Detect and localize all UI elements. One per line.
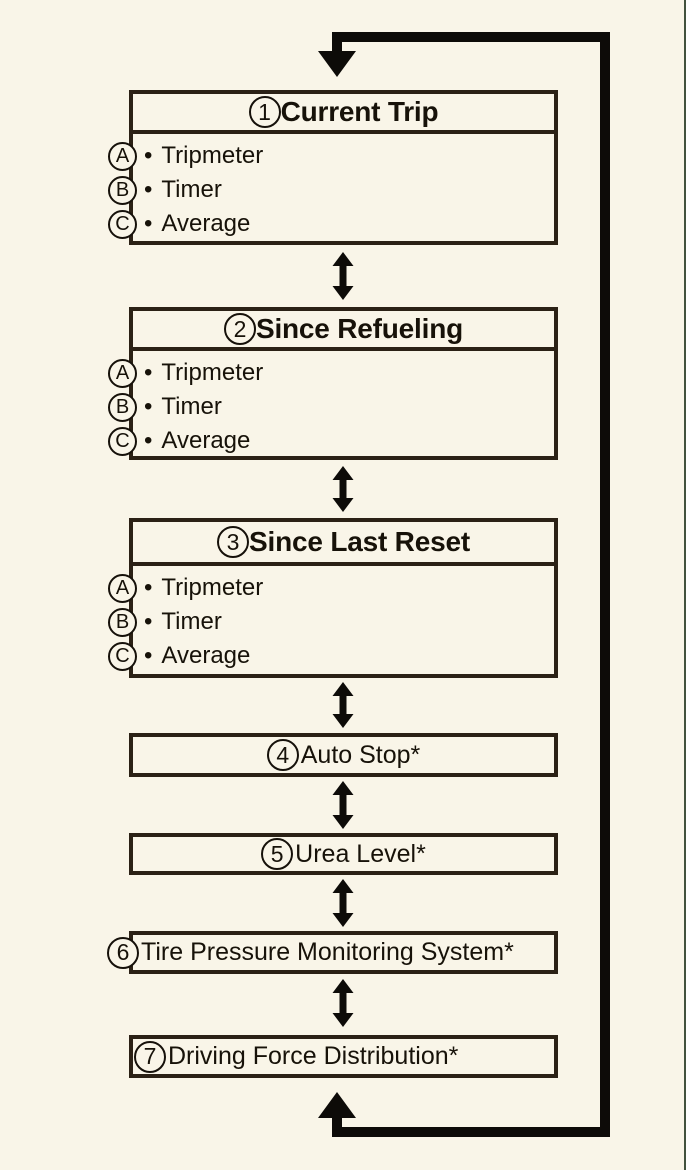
- box-header: 2 Since Refueling: [133, 311, 554, 351]
- list-item: A • Tripmeter: [108, 139, 554, 173]
- loop-arrowhead-up-icon: [318, 1092, 356, 1118]
- menu-box-auto-stop: 4 Auto Stop*: [129, 733, 558, 777]
- list-item: A • Tripmeter: [108, 571, 554, 605]
- menu-box-urea-level: 5 Urea Level*: [129, 833, 558, 875]
- circled-letter-icon: A: [108, 141, 137, 171]
- circled-number-icon: 7: [134, 1040, 166, 1073]
- item-label: Tripmeter: [161, 359, 264, 386]
- circled-number-icon: 3: [217, 526, 250, 558]
- bullet-icon: •: [144, 359, 153, 386]
- item-label: Timer: [161, 608, 222, 635]
- box-header: 1 Current Trip: [133, 94, 554, 134]
- box-body: A • Tripmeter B • Timer C • Average: [108, 134, 554, 241]
- box-title: Since Last Reset: [249, 526, 470, 557]
- menu-box-tpms: 6 Tire Pressure Monitoring System*: [107, 931, 558, 974]
- bullet-icon: •: [144, 393, 153, 420]
- loop-arrowhead-down-icon: [318, 51, 356, 77]
- flow-arrow-4-5: [332, 781, 354, 829]
- circled-number-icon: 6: [107, 936, 139, 969]
- circled-letter-icon: A: [108, 358, 137, 388]
- box-title: Current Trip: [280, 96, 439, 127]
- item-label: Timer: [161, 176, 222, 203]
- loop-arrow: [318, 32, 610, 1137]
- circled-letter-icon: B: [108, 175, 137, 205]
- flow-arrow-1-2: [332, 252, 354, 300]
- circled-number-icon: 5: [261, 838, 294, 870]
- list-item: B • Timer: [108, 173, 554, 207]
- box-title: Driving Force Distribution*: [168, 1042, 459, 1070]
- page-right-edge-line: [684, 0, 686, 1170]
- circled-number-icon: 1: [248, 96, 281, 128]
- flow-arrow-6-7: [332, 979, 354, 1027]
- flow-arrow-2-3: [332, 466, 354, 512]
- flow-arrow-5-6: [332, 879, 354, 927]
- circled-letter-icon: C: [108, 426, 137, 456]
- circled-number-icon: 2: [223, 313, 256, 345]
- menu-box-driving-force-distribution: 7 Driving Force Distribution*: [129, 1035, 558, 1078]
- bullet-icon: •: [144, 608, 153, 635]
- box-header: 3 Since Last Reset: [133, 522, 554, 566]
- circled-letter-icon: A: [108, 573, 137, 603]
- item-label: Tripmeter: [161, 142, 264, 169]
- list-item: B • Timer: [108, 390, 554, 424]
- box-title: Auto Stop*: [300, 740, 421, 769]
- list-item: C • Average: [108, 207, 554, 241]
- flow-arrow-3-4: [332, 682, 354, 728]
- box-body: A • Tripmeter B • Timer C • Average: [108, 566, 554, 673]
- list-item: C • Average: [108, 424, 554, 458]
- loop-arrow-line: [332, 32, 610, 1137]
- circled-letter-icon: B: [108, 392, 137, 422]
- list-item: B • Timer: [108, 605, 554, 639]
- bullet-icon: •: [144, 142, 153, 169]
- box-body: A • Tripmeter B • Timer C • Average: [108, 351, 554, 458]
- item-label: Average: [161, 210, 251, 237]
- circled-letter-icon: C: [108, 209, 137, 239]
- bullet-icon: •: [144, 176, 153, 203]
- bullet-icon: •: [144, 210, 153, 237]
- item-label: Average: [161, 642, 251, 669]
- item-label: Tripmeter: [161, 574, 264, 601]
- box-title: Tire Pressure Monitoring System*: [141, 938, 514, 966]
- menu-box-since-refueling: 2 Since Refueling A • Tripmeter B • Time…: [108, 307, 558, 460]
- item-label: Timer: [161, 393, 222, 420]
- circled-letter-icon: B: [108, 607, 137, 637]
- circled-letter-icon: C: [108, 641, 137, 671]
- circled-number-icon: 4: [266, 739, 299, 771]
- list-item: C • Average: [108, 639, 554, 673]
- box-title: Urea Level*: [295, 839, 426, 868]
- bullet-icon: •: [144, 574, 153, 601]
- menu-box-since-last-reset: 3 Since Last Reset A • Tripmeter B • Tim…: [108, 518, 558, 678]
- box-title: Since Refueling: [255, 313, 464, 344]
- item-label: Average: [161, 427, 251, 454]
- menu-box-current-trip: 1 Current Trip A • Tripmeter B • Timer C…: [108, 90, 558, 245]
- bullet-icon: •: [144, 427, 153, 454]
- list-item: A • Tripmeter: [108, 356, 554, 390]
- bullet-icon: •: [144, 642, 153, 669]
